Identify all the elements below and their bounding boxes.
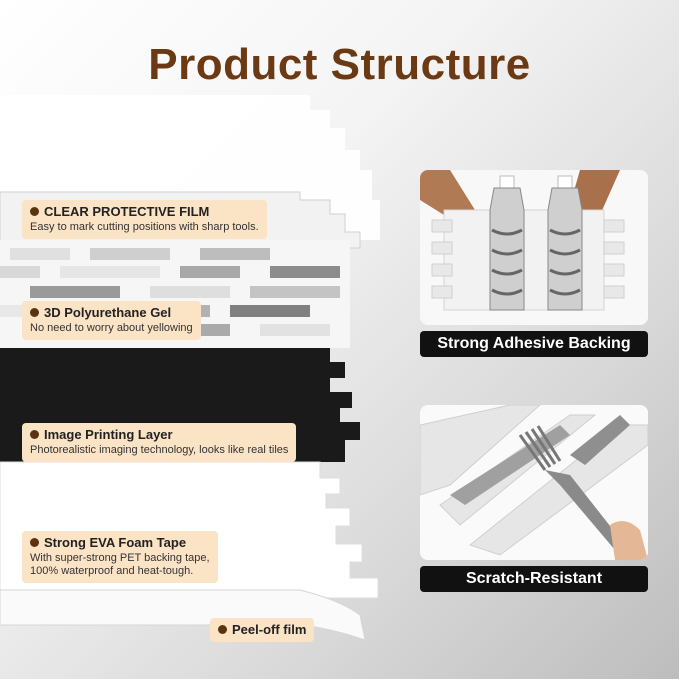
fork-scratch-photo	[420, 405, 648, 560]
layer-description: No need to worry about yellowing	[30, 322, 193, 334]
strong-adhesive-backing-label: Strong Adhesive Backing	[420, 331, 648, 357]
page-title: Product Structure	[148, 40, 531, 89]
water-bottles-photo	[420, 170, 648, 325]
label-clear-protective-film: CLEAR PROTECTIVE FILM Easy to mark cutti…	[22, 200, 267, 239]
tile-pattern-layer	[0, 240, 350, 348]
bullet-icon	[30, 430, 39, 439]
bullet-icon	[30, 538, 39, 547]
layer-name: Image Printing Layer	[44, 427, 173, 442]
scratch-resistant-label: Scratch-Resistant	[420, 566, 648, 592]
layer-name: 3D Polyurethane Gel	[44, 305, 172, 320]
layer-name: CLEAR PROTECTIVE FILM	[44, 204, 210, 219]
bullet-icon	[30, 308, 39, 317]
layer-name: Peel-off film	[232, 622, 307, 637]
bullet-icon	[218, 625, 227, 634]
label-polyurethane-gel: 3D Polyurethane Gel No need to worry abo…	[22, 301, 201, 340]
layer-description: Easy to mark cutting positions with shar…	[30, 221, 259, 233]
label-peel-off-film: Peel-off film	[210, 618, 315, 642]
label-eva-foam-tape: Strong EVA Foam Tape With super-strong P…	[22, 531, 218, 583]
layer-description: With super-strong PET backing tape, 100%…	[30, 552, 210, 577]
label-image-printing-layer: Image Printing Layer Photorealistic imag…	[22, 423, 297, 462]
layer-description: Photorealistic imaging technology, looks…	[30, 444, 289, 456]
bullet-icon	[30, 207, 39, 216]
layer-name: Strong EVA Foam Tape	[44, 535, 187, 550]
